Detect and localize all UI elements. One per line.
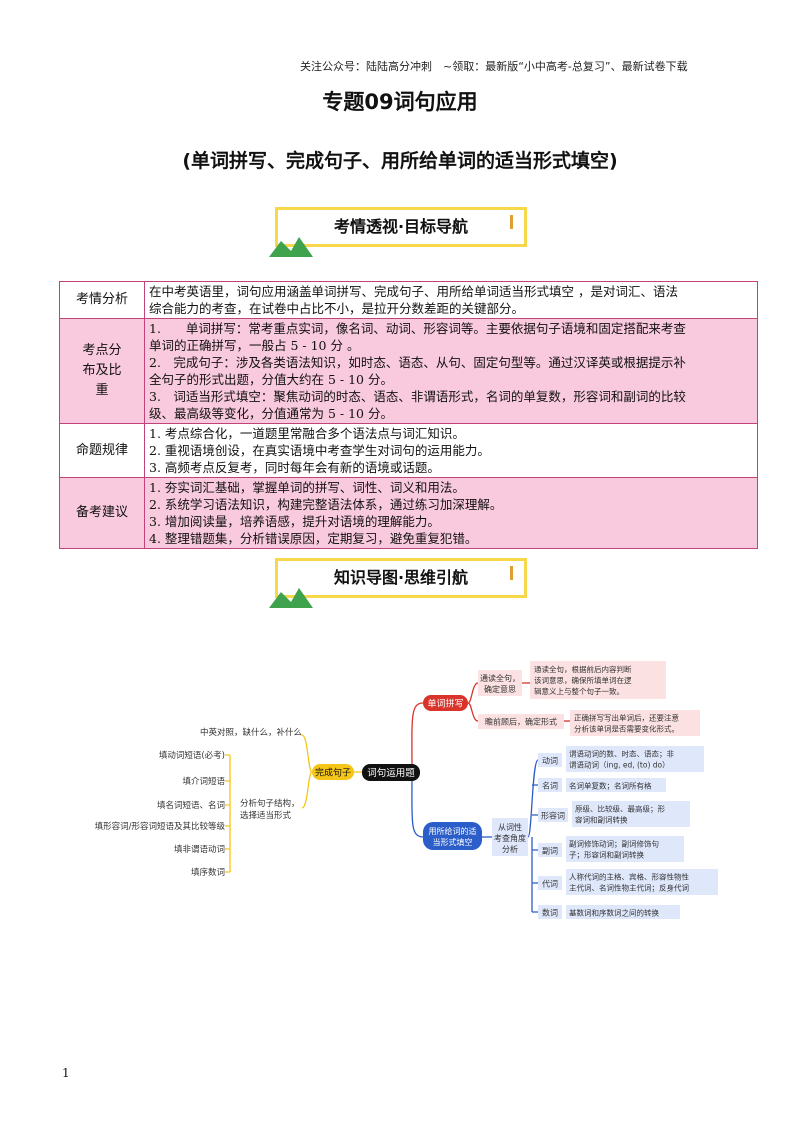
banner-mindmap: 知识导图·思维引航 [269,558,527,608]
row-content: 1. 夯实词汇基础，掌握单词的拼写、词性、词义和用法。 2. 系统学习语法知识，… [144,477,758,549]
branch-word-form-line: 用所给词的适 [429,826,477,836]
table-row: 备考建议 1. 夯实词汇基础，掌握单词的拼写、词性、词义和用法。 2. 系统学习… [59,477,758,549]
left-item: 填动词短语(必考) [159,750,225,761]
row-label: 命题规律 [59,423,145,478]
spelling-desc1-line: 该词意思，确保所填单词在逻 [534,675,632,685]
left-sub2a: 分析句子结构， [240,798,300,809]
spelling-desc1-line: 通读全句，根据前后内容判断 [534,664,632,674]
pos-analysis-line: 从词性 [498,822,522,832]
row-content: 1. 考点综合化，一道题里常融合多个语法点与词汇知识。 2. 重视语境创设，在真… [144,423,758,478]
table-row: 考情分析 在中考英语里，词句应用涵盖单词拼写、完成句子、用所给单词适当形式填空 … [59,281,758,319]
row-content: 1. 单词拼写：常考重点实词，像名词、动词、形容词等。主要依据句子语境和固定搭配… [144,318,758,424]
page-number: 1 [62,1066,70,1080]
pos-label-pron [538,876,562,890]
branch-complete-sentence-label: 完成句子 [315,767,351,779]
pos-desc-line: 容词和副词转换 [575,815,628,825]
spelling-node1 [478,670,522,696]
pos-label-adj [538,808,568,822]
exam-info-table: 考情分析 在中考英语里，词句应用涵盖单词拼写、完成句子、用所给单词适当形式填空 … [59,281,758,549]
pos-label-text: 形容词 [541,811,565,821]
branch-word-form [423,822,482,850]
header-note: 关注公众号：陆陆高分冲刺 ~领取：最新版“小中高考-总复习”、最新试卷下载 [300,60,688,73]
row-label: 备考建议 [59,477,145,549]
pos-label-verb [538,753,562,767]
spelling-node2 [478,714,564,729]
spelling-node1-line: 确定意思 [484,684,516,694]
pos-label-text: 代词 [542,879,558,889]
pos-desc-adv [566,836,684,862]
left-item: 填形容词/形容词短语及其比较等级 [95,821,226,832]
branch-complete-sentence [312,764,354,780]
pos-label-text: 副词 [542,847,558,856]
left-item: 填介词短语 [182,776,225,787]
spelling-desc2-line: 分析该单词是否需要变化形式。 [574,724,679,734]
spelling-node2-text: 瞻前顾后，确定形式 [485,717,557,727]
pos-desc-pron [566,869,718,895]
pos-desc-num [566,905,680,919]
center-label: 词句运用题 [367,767,415,779]
pos-label-text: 动词 [542,756,558,766]
spelling-node1-line: 通读全句， [480,673,520,683]
banner-exam-analysis: 考情透视·目标导航 [269,207,527,257]
pos-desc-line: 人称代词的主格、宾格、形容性物性 [569,872,689,882]
spelling-desc1-line: 辑意义上与整个句子一致。 [534,686,624,696]
pos-analysis-node [492,818,528,856]
pos-label-adv [538,843,562,857]
left-sub1: 中英对照，缺什么，补什么 [200,727,303,738]
pos-label-text: 数词 [542,908,558,918]
left-item: 填序数词 [191,867,225,878]
center-node [362,764,420,781]
banner-exam-analysis-text: 考情透视·目标导航 [333,217,469,236]
table-row: 命题规律 1. 考点综合化，一道题里常融合多个语法点与词汇知识。 2. 重视语境… [59,423,758,478]
branch-spelling [423,695,468,711]
pos-desc-line: 名词单复数；名词所有格 [569,781,652,791]
spelling-desc1 [530,661,666,699]
pos-desc-line: 主代词、名词性物主代词；反身代词 [569,883,689,893]
pos-label-text: 名词 [542,781,558,791]
left-item: 填非谓语动词 [174,844,225,855]
row-label: 考情分析 [59,281,145,319]
pos-desc-line: 基数词和序数词之间的转换 [569,908,659,918]
pos-analysis-line: 分析 [502,844,518,854]
pos-desc-verb [566,746,704,772]
branch-word-form-line: 当形式填空 [433,837,473,847]
left-item: 填名词短语、名词 [157,800,225,811]
pos-desc-line: 副词修饰动词；副词修饰句 [569,839,659,849]
row-content: 在中考英语里，词句应用涵盖单词拼写、完成句子、用所给单词适当形式填空 ，是对词汇… [144,281,758,319]
pos-desc-line: 谓语动词的数、时态、语态；非 [569,749,674,759]
spelling-desc2-line: 正确拼写写出单词后，还要注意 [574,713,679,723]
pos-desc-line: 谓语动词（ing, ed, (to) do） [569,760,670,770]
pos-label-noun [538,778,562,792]
pos-desc-adj [572,801,690,827]
page-subtitle: (单词拼写、完成句子、用所给单词的适当形式填空) [182,150,618,172]
pos-desc-noun [566,778,666,792]
left-sub2b: 选择适当形式 [240,810,292,821]
row-label: 考点分布及比重 [59,318,145,424]
hills-icon [269,588,313,608]
spelling-desc2 [570,710,700,736]
banner-mindmap-text: 知识导图·思维引航 [333,568,469,587]
branch-spelling-label: 单词拼写 [427,698,463,710]
pos-label-num [538,905,562,919]
pos-analysis-line: 考查角度 [494,833,526,843]
pos-desc-line: 原级、比较级、最高级；形 [575,804,665,814]
page-title: 专题09词句应用 [322,90,478,114]
pos-desc-line: 子；形容词和副词转换 [569,850,644,860]
table-row: 考点分布及比重 1. 单词拼写：常考重点实词，像名词、动词、形容词等。主要依据句… [59,318,758,424]
mind-map: 词句运用题 完成句子 中英对照，缺什么，补什么 分析句子结构， 选择适当形式 填… [95,661,718,919]
hills-icon [269,237,313,257]
